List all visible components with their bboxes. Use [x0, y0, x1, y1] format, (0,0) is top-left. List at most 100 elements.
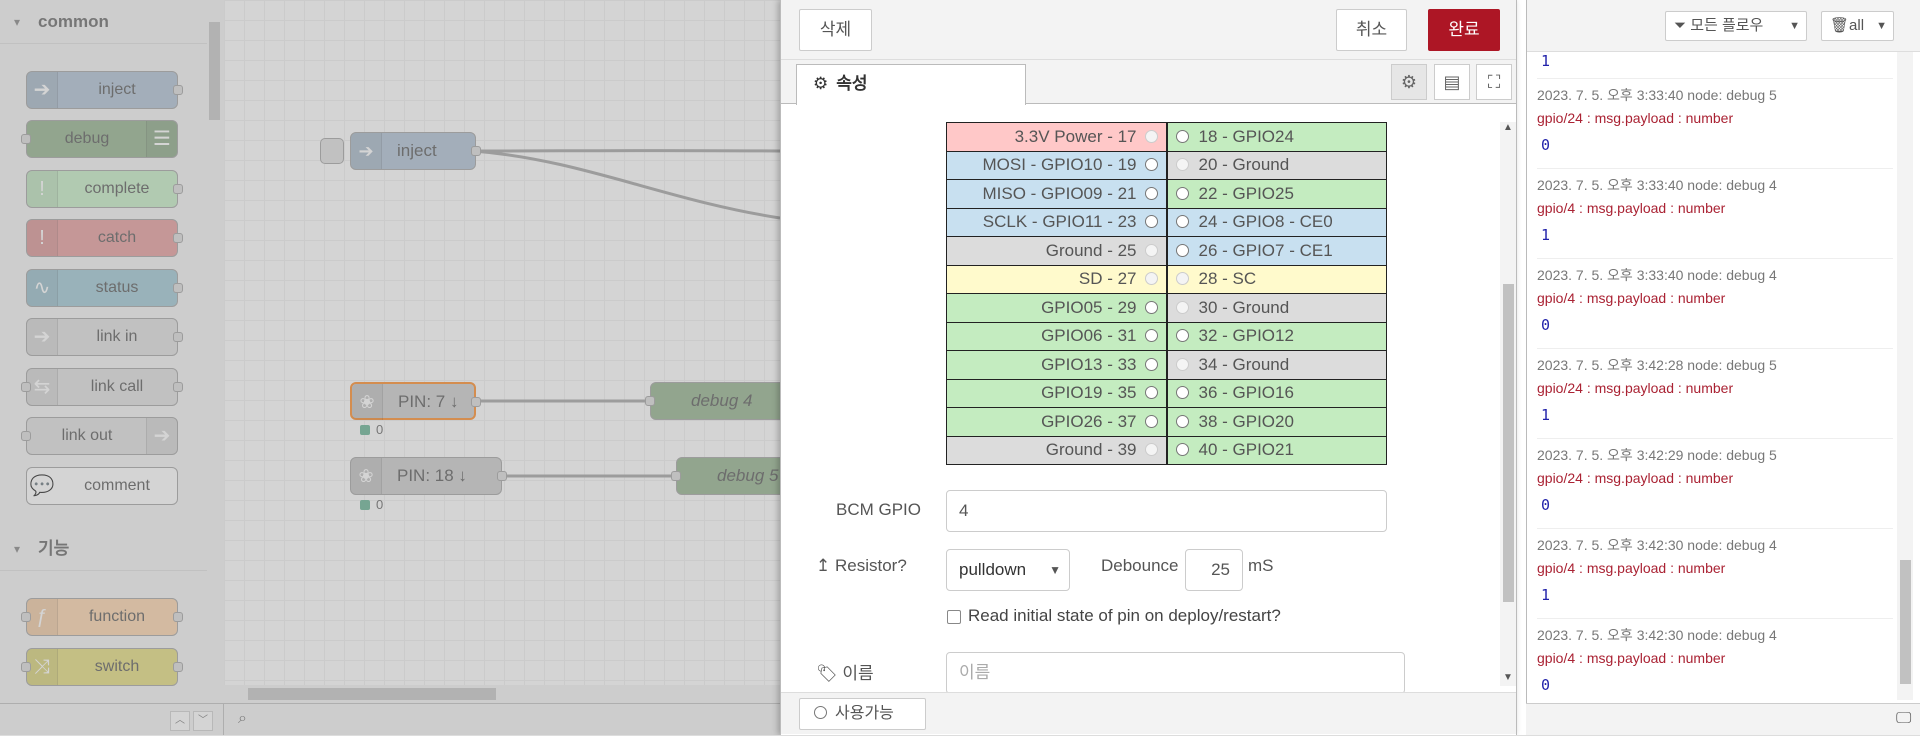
palette-node-switch[interactable]: ⤨switch: [21, 648, 183, 686]
pin-radio[interactable]: [1144, 300, 1158, 314]
flow-filter-button[interactable]: ⏷ 모든 플로우 ▼: [1665, 11, 1807, 41]
scroll-up-icon[interactable]: ▲: [1503, 122, 1513, 133]
message-value[interactable]: 1: [1541, 52, 1551, 70]
output-port[interactable]: [471, 146, 481, 156]
message-value[interactable]: 0: [1541, 136, 1551, 154]
pin-left-cell[interactable]: MOSI - GPIO10 - 19: [946, 150, 1167, 180]
tray-scrollbar-thumb[interactable]: [1503, 284, 1514, 602]
debug-message[interactable]: 1: [1537, 52, 1893, 79]
appearance-icon[interactable]: ⛶: [1476, 64, 1512, 100]
message-meta[interactable]: 2023. 7. 5. 오후 3:33:40 node: debug 4: [1537, 267, 1777, 283]
enabled-toggle-button[interactable]: 사용가능: [799, 698, 926, 730]
message-value[interactable]: 0: [1541, 676, 1551, 694]
input-port[interactable]: [671, 471, 681, 481]
debug-scrollbar-thumb[interactable]: [1900, 560, 1911, 684]
pin-radio[interactable]: [1175, 243, 1189, 257]
palette-node-debug[interactable]: ☰debug: [21, 120, 178, 158]
clear-messages-button[interactable]: 🗑all ▼: [1821, 11, 1894, 41]
bcm-gpio-input[interactable]: 4: [946, 490, 1387, 532]
palette-node-complete[interactable]: !complete: [26, 170, 183, 208]
palette-scrollbar[interactable]: [207, 0, 224, 703]
pin-left-cell[interactable]: GPIO26 - 37: [946, 407, 1167, 437]
pin-left-cell[interactable]: GPIO19 - 35: [946, 378, 1167, 408]
palette-node-catch[interactable]: !catch: [26, 219, 183, 257]
monitor-icon[interactable]: 🖵: [1896, 710, 1912, 727]
message-meta[interactable]: 2023. 7. 5. 오후 3:33:40 node: debug 4: [1537, 177, 1777, 193]
output-port[interactable]: [497, 471, 507, 481]
pin-radio[interactable]: [1175, 215, 1189, 229]
settings-gear-icon[interactable]: ⚙: [1391, 64, 1427, 100]
modal-overlay[interactable]: [0, 0, 780, 735]
message-value[interactable]: 1: [1541, 586, 1551, 604]
message-meta[interactable]: 2023. 7. 5. 오후 3:33:40 node: debug 5: [1537, 87, 1777, 103]
scroll-down-icon[interactable]: ▼: [1503, 672, 1513, 683]
pin-right-cell[interactable]: 32 - GPIO12: [1165, 321, 1387, 351]
pin-right-cell[interactable]: 36 - GPIO16: [1165, 378, 1387, 408]
pin-radio[interactable]: [1175, 414, 1189, 428]
collapse-all-button[interactable]: ︿: [170, 711, 190, 731]
palette-category-common[interactable]: ▾ common: [0, 0, 207, 44]
pin-radio[interactable]: [1144, 386, 1158, 400]
pin-left-cell[interactable]: GPIO05 - 29: [946, 293, 1167, 323]
wire[interactable]: [473, 149, 780, 220]
message-meta[interactable]: 2023. 7. 5. 오후 3:42:28 node: debug 5: [1537, 357, 1777, 373]
message-value[interactable]: 0: [1541, 496, 1551, 514]
message-value[interactable]: 0: [1541, 316, 1551, 334]
pin-radio[interactable]: [1175, 129, 1189, 143]
pin-radio[interactable]: [1175, 386, 1189, 400]
workspace-node-pin-7[interactable]: ❀ PIN: 7 ↓: [350, 382, 481, 420]
pin-radio[interactable]: [1144, 357, 1158, 371]
palette-node-link-call[interactable]: ⇆link call: [21, 368, 183, 406]
output-port[interactable]: [471, 397, 481, 407]
read-initial-label[interactable]: Read initial state of pin on deploy/rest…: [968, 606, 1281, 625]
pin-radio[interactable]: [1175, 186, 1189, 200]
palette-node-comment[interactable]: 💬comment: [26, 467, 178, 505]
pin-radio[interactable]: [1175, 443, 1189, 457]
workspace-node-inject[interactable]: ➔ inject: [350, 132, 481, 170]
pin-right-cell[interactable]: 26 - GPIO7 - CE1: [1165, 236, 1387, 266]
workspace-node-debug-5[interactable]: debug 5: [671, 457, 780, 495]
message-value[interactable]: 1: [1541, 406, 1551, 424]
pin-left-cell[interactable]: MISO - GPIO09 - 21: [946, 179, 1167, 209]
message-meta[interactable]: 2023. 7. 5. 오후 3:42:30 node: debug 4: [1537, 537, 1777, 553]
workspace-node-pin-18[interactable]: ❀ PIN: 18 ↓: [350, 457, 507, 495]
palette-node-inject[interactable]: ➔inject: [26, 71, 183, 109]
pin-left-cell[interactable]: GPIO13 - 33: [946, 350, 1167, 380]
pin-radio[interactable]: [1144, 329, 1158, 343]
pin-radio[interactable]: [1144, 414, 1158, 428]
expand-all-button[interactable]: ﹀: [193, 711, 213, 731]
debug-scrollbar[interactable]: [1897, 52, 1913, 700]
pin-radio[interactable]: [1144, 215, 1158, 229]
done-button[interactable]: 완료: [1428, 9, 1500, 51]
description-icon[interactable]: ▤: [1434, 64, 1470, 100]
workspace-hscrollbar-thumb[interactable]: [248, 688, 496, 700]
palette-node-status[interactable]: ∿status: [26, 269, 183, 307]
cancel-button[interactable]: 취소: [1336, 9, 1407, 51]
palette-node-link-in[interactable]: ➔link in: [26, 318, 183, 356]
pin-right-cell[interactable]: 18 - GPIO24: [1165, 122, 1387, 152]
pin-left-cell[interactable]: GPIO06 - 31: [946, 321, 1167, 351]
message-meta[interactable]: 2023. 7. 5. 오후 3:42:30 node: debug 4: [1537, 627, 1777, 643]
message-meta[interactable]: 2023. 7. 5. 오후 3:42:29 node: debug 5: [1537, 447, 1777, 463]
workspace-node-debug-4[interactable]: debug 4: [645, 382, 780, 420]
delete-button[interactable]: 삭제: [799, 9, 872, 51]
name-input[interactable]: 이름: [946, 652, 1405, 692]
pin-left-cell[interactable]: SCLK - GPIO11 - 23: [946, 207, 1167, 237]
debounce-input[interactable]: 25: [1185, 549, 1243, 591]
palette-node-link-out[interactable]: ➔link out: [21, 417, 178, 455]
search-icon[interactable]: ⌕: [238, 710, 247, 727]
inject-trigger-button[interactable]: [320, 138, 344, 164]
pin-radio[interactable]: [1144, 186, 1158, 200]
pin-right-cell[interactable]: 22 - GPIO25: [1165, 179, 1387, 209]
input-port[interactable]: [645, 396, 655, 406]
pin-right-cell[interactable]: 38 - GPIO20: [1165, 407, 1387, 437]
message-value[interactable]: 1: [1541, 226, 1551, 244]
